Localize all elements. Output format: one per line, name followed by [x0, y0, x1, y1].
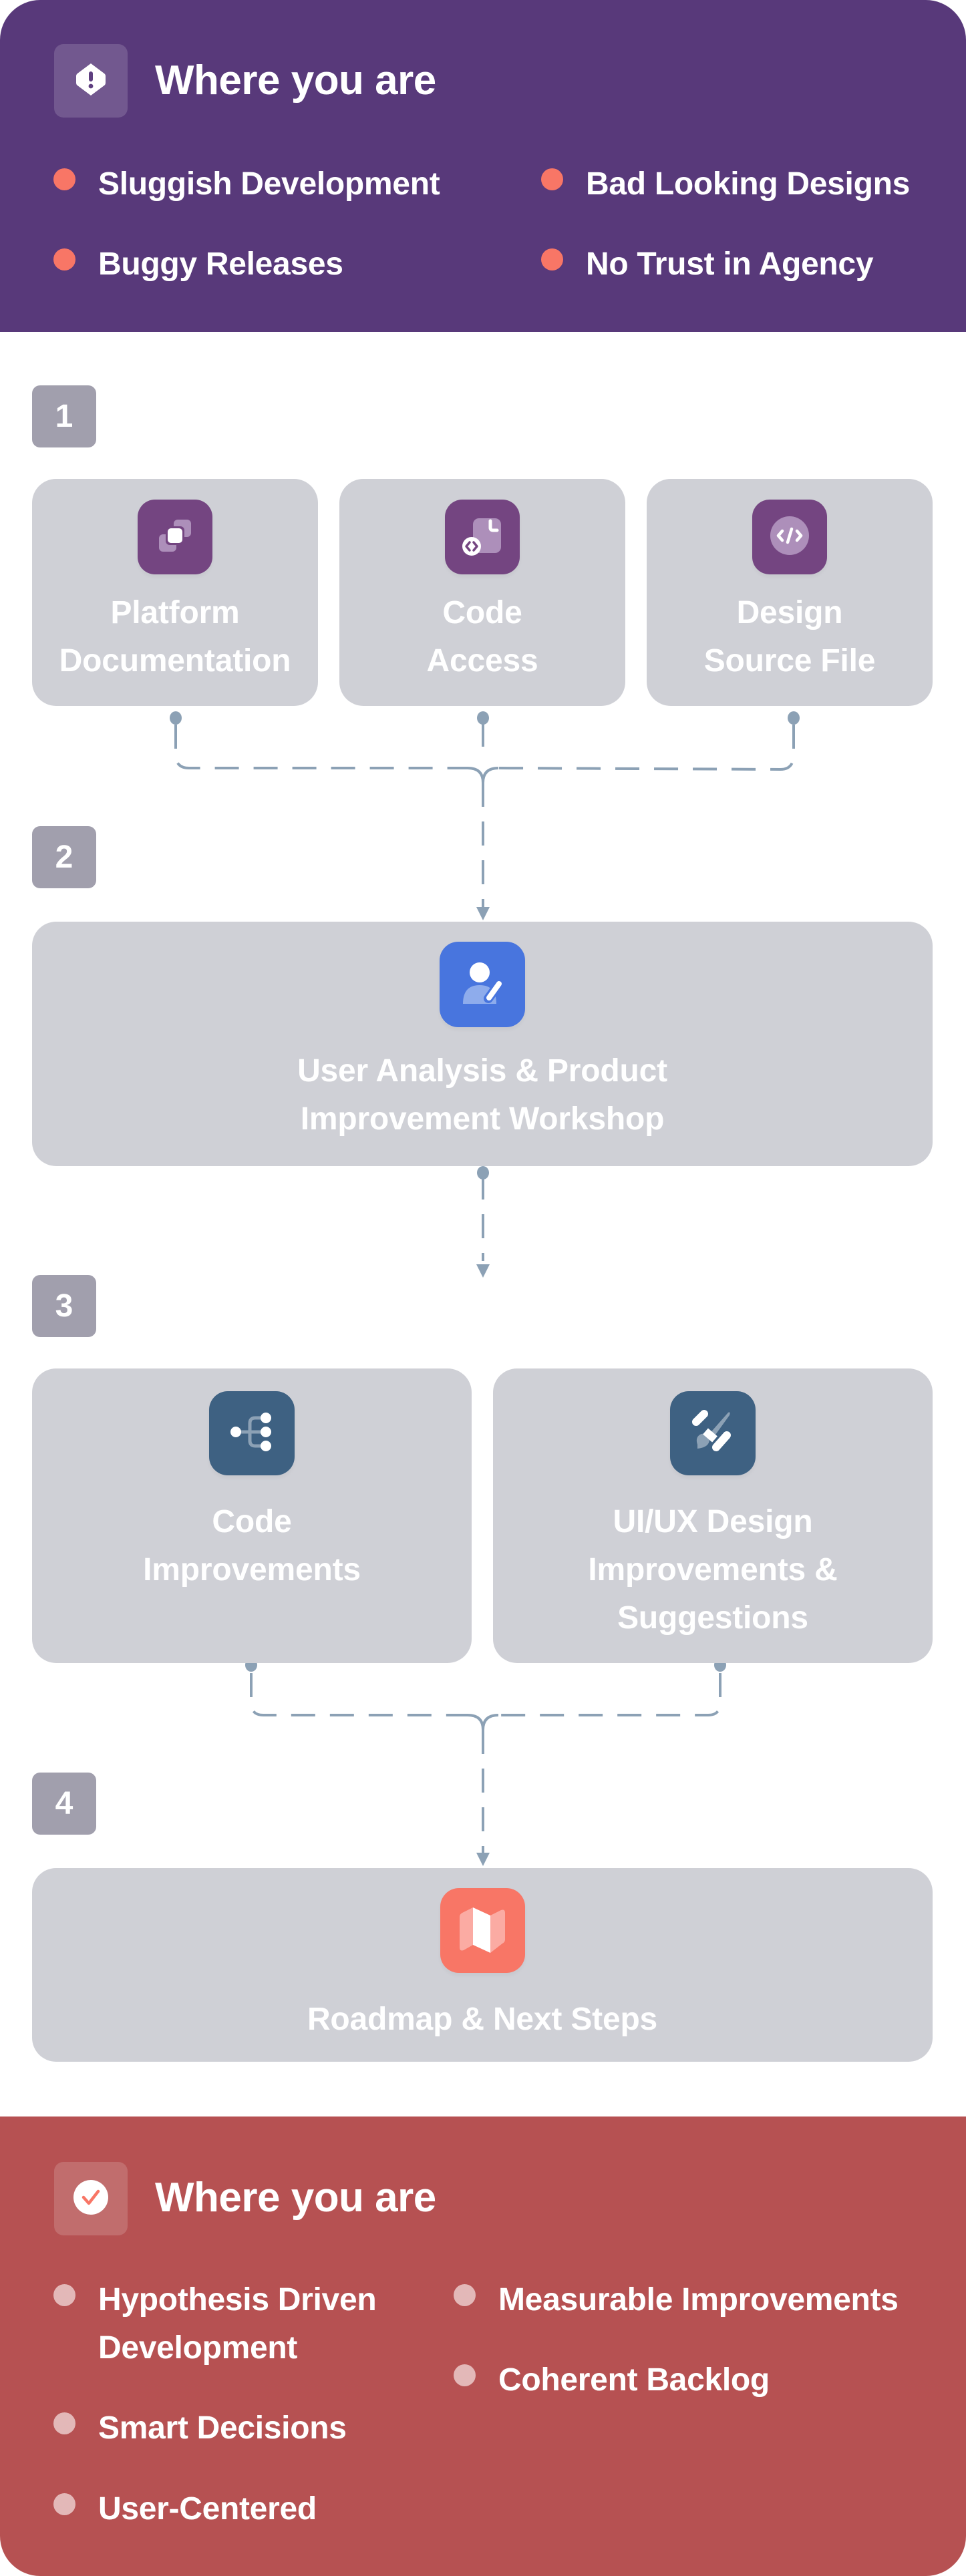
target-state-item-label: User-Centered [98, 2491, 317, 2527]
arrowhead [476, 1853, 490, 1866]
code-circle-icon [769, 515, 810, 560]
current-state-item: Buggy Releases [53, 240, 343, 289]
target-state-icon-box [54, 2162, 128, 2235]
step1-card-design-source-file: Design Source File [647, 479, 933, 706]
card-label: User Analysis & Product Improvement Work… [297, 1053, 667, 1137]
hierarchy-tree-icon [228, 1409, 275, 1459]
connector-step3-to-step4 [250, 1673, 721, 1853]
step4-card-roadmap: Roadmap & Next Steps [32, 1868, 933, 2062]
target-state-item-label: Measurable Improvements [498, 2282, 899, 2318]
current-state-title: Where you are [155, 57, 436, 104]
current-state-icon-box [54, 44, 128, 118]
target-state-item: User-Centered [53, 2485, 317, 2533]
bullet-dot [454, 2364, 476, 2386]
code-file-icon [461, 514, 504, 560]
current-state-item-label: Buggy Releases [98, 246, 343, 282]
paint-brush-icon [689, 1409, 736, 1459]
current-state-item-label: Bad Looking Designs [586, 166, 911, 202]
step1-card-code-access: Code Access [339, 479, 625, 706]
card-label: Code Improvements [143, 1504, 361, 1588]
step-badge: 2 [32, 826, 96, 888]
card-label: Design Source File [703, 595, 876, 679]
connector-dot [477, 1166, 489, 1179]
step3-card-uiux-design-improvements: UI/UX Design Improvements & Suggestions [493, 1368, 933, 1663]
bullet-dot [454, 2284, 476, 2306]
target-state-item: Hypothesis Driven Development [53, 2276, 377, 2372]
bullet-dot [541, 248, 563, 270]
target-state-item-label: Coherent Backlog [498, 2362, 770, 2398]
card-label: Roadmap & Next Steps [307, 2002, 658, 2037]
map-icon [456, 1905, 509, 1956]
target-state-item: Measurable Improvements [454, 2276, 899, 2324]
connector-dot [788, 711, 800, 725]
target-state-item: Smart Decisions [53, 2404, 347, 2452]
target-state-item-label: Hypothesis Driven Development [98, 2282, 377, 2366]
card-label: Platform Documentation [59, 595, 291, 679]
step2-card-user-analysis-workshop: User Analysis & Product Improvement Work… [32, 922, 933, 1166]
check-circle-icon [72, 2179, 110, 2219]
current-state-item-label: Sluggish Development [98, 166, 440, 202]
current-state-item: Sluggish Development [53, 160, 440, 208]
current-state-panel: Where you are Sluggish Development Bad L… [0, 0, 966, 332]
card-icon-box [138, 500, 212, 574]
bullet-dot [541, 168, 563, 190]
step1-card-platform-documentation: Platform Documentation [32, 479, 318, 706]
card-icon-box [440, 1888, 525, 1973]
card-icon-box [440, 942, 525, 1027]
layers-copy-icon [155, 516, 195, 559]
card-label: UI/UX Design Improvements & Suggestions [588, 1504, 838, 1636]
card-icon-box [445, 500, 520, 574]
connector-step1-to-step2 [174, 723, 795, 908]
connector-dot [477, 711, 489, 725]
user-edit-icon [459, 960, 506, 1010]
bullet-dot [53, 2284, 75, 2306]
step-badge: 4 [32, 1773, 96, 1835]
connector-dot [170, 711, 182, 725]
arrowhead [476, 1264, 490, 1278]
step-badge: 1 [32, 385, 96, 447]
current-state-item-label: No Trust in Agency [586, 246, 874, 282]
bullet-dot [53, 2412, 75, 2434]
bullet-dot [53, 248, 75, 270]
alert-hexagon-icon [75, 62, 107, 100]
current-state-item: No Trust in Agency [541, 240, 874, 289]
card-icon-box [209, 1391, 295, 1475]
arrowhead [476, 907, 490, 920]
current-state-item: Bad Looking Designs [541, 160, 910, 208]
target-state-item-label: Smart Decisions [98, 2410, 347, 2446]
step-badge: 3 [32, 1275, 96, 1337]
card-label: Code Access [426, 595, 538, 679]
card-icon-box [752, 500, 827, 574]
target-state-title: Where you are [155, 2175, 436, 2221]
bullet-dot [53, 2493, 75, 2515]
card-icon-box [670, 1391, 756, 1475]
target-state-panel: Where you are Hypothesis Driven Developm… [0, 2117, 966, 2576]
bullet-dot [53, 168, 75, 190]
target-state-item: Coherent Backlog [454, 2356, 770, 2404]
step3-card-code-improvements: Code Improvements [32, 1368, 472, 1663]
